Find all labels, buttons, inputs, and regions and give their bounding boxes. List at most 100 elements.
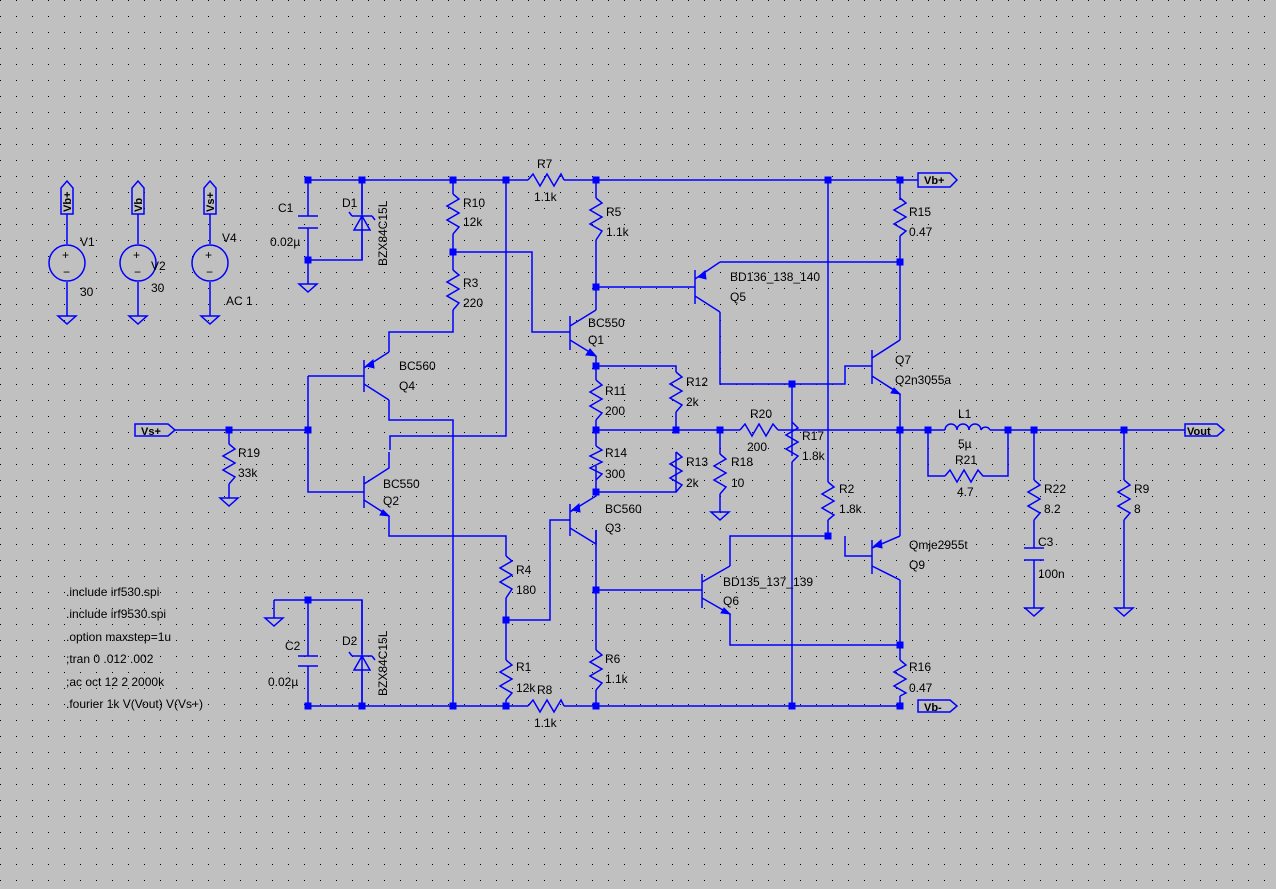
vsplus-v4-flag[interactable]: Vs+	[203, 179, 217, 215]
transistor-Q6-name: Q6	[723, 594, 739, 608]
vs-input-label: Vs+	[141, 426, 161, 438]
resistor-R7-name: R7	[537, 157, 553, 171]
resistor-R17-name: R17	[802, 429, 824, 443]
resistor-R21[interactable]: R21 4.7	[944, 453, 988, 499]
svg-text:+: +	[133, 248, 140, 262]
source-V4[interactable]: +− V4 AC 1	[191, 231, 253, 308]
resistor-R17-value: 1.8k	[802, 449, 826, 463]
zener-D2-name: D2	[342, 634, 358, 648]
resistor-R17[interactable]: R17 1.8k	[784, 421, 826, 463]
directive-line: .fourier 1k V(Vout) V(Vs+)	[66, 697, 203, 711]
vb-v2-flag[interactable]: Vb	[131, 179, 145, 215]
vbplus-v1-label: Vb+	[62, 192, 74, 212]
source-V2[interactable]: + − V2 30	[119, 244, 166, 295]
transistor-Q5[interactable]: BD136_138_140 Q5	[694, 261, 820, 313]
resistor-R5[interactable]: R5 1.1k	[588, 197, 630, 241]
resistor-R2-name: R2	[839, 482, 855, 496]
transistor-Q7[interactable]: Q7 Q2n3055a	[870, 339, 951, 395]
resistor-R14-name: R14	[605, 446, 627, 460]
capacitor-C2-name: C2	[285, 639, 301, 653]
resistor-R14-value: 300	[605, 467, 625, 481]
resistor-R7[interactable]: R7 1.1k	[527, 157, 565, 204]
svg-text:+: +	[205, 248, 212, 262]
resistor-R11[interactable]: R11 200	[588, 379, 626, 421]
resistor-R20[interactable]: R20 200	[739, 407, 779, 454]
capacitor-C2[interactable]: C2 0.02µ	[268, 639, 318, 689]
svg-text:−: −	[134, 265, 141, 279]
resistor-R15[interactable]: R15 0.47	[892, 197, 933, 239]
resistor-R4-value: 180	[516, 583, 536, 597]
capacitor-C1-name: C1	[278, 201, 294, 215]
transistor-Q2[interactable]: BC550 Q2	[362, 452, 420, 517]
resistor-R14[interactable]: R14 300	[588, 445, 627, 481]
zener-D2[interactable]: D2 BZX84C15L	[342, 600, 390, 706]
source-V2-name: V2	[151, 259, 166, 273]
transistor-Q4[interactable]: BC560 Q4	[362, 351, 436, 401]
transistor-Q9[interactable]: Qmje2955t Q9	[870, 535, 968, 581]
directive-line: .option maxstep=1u	[66, 630, 171, 644]
resistor-R8-value: 1.1k	[534, 716, 558, 730]
resistor-R4[interactable]: R4 180	[498, 555, 536, 599]
transistor-Q3[interactable]: BC560 Q3	[568, 490, 642, 546]
source-V2-value: 30	[151, 281, 165, 295]
resistor-R20-name: R20	[750, 407, 772, 421]
resistor-R1[interactable]: R1 12k	[498, 659, 536, 701]
transistor-Q3-name: Q3	[605, 521, 621, 535]
resistor-R20-value: 200	[747, 440, 767, 454]
directive-line: .include irf530.spi	[66, 585, 159, 599]
vbplus-v1-flag[interactable]: Vb+	[60, 179, 74, 215]
vbplus-main-flag[interactable]: Vb+	[917, 172, 959, 188]
zener-D1-name: D1	[342, 196, 358, 210]
transistor-Q5-name: Q5	[730, 290, 746, 304]
resistor-R16[interactable]: R16 0.47	[892, 659, 933, 697]
transistor-Q1[interactable]: BC550 Q1	[565, 309, 625, 357]
resistor-R10[interactable]: R10 12k	[445, 193, 485, 235]
ground-symbols	[56, 283, 1135, 628]
zener-D2-model: BZX84C15L	[376, 630, 390, 696]
resistor-R22[interactable]: R22 8.2	[1026, 479, 1066, 521]
vbminus-flag[interactable]: Vb-	[917, 699, 959, 714]
capacitor-C1[interactable]: C1 0.02µ	[270, 201, 318, 249]
resistor-R3-value: 220	[463, 296, 483, 310]
transistor-Q1-model: BC550	[588, 316, 625, 330]
transistor-Q6[interactable]: BD135_137_139 Q6	[700, 565, 813, 620]
inductor-L1[interactable]: L1 5µ	[944, 407, 991, 451]
vbplus-main-label: Vb+	[924, 175, 944, 187]
resistor-R16-name: R16	[909, 660, 931, 674]
resistor-R3[interactable]: R3 220	[445, 269, 483, 311]
resistor-R5-value: 1.1k	[606, 225, 630, 239]
resistor-R19[interactable]: R19 33k	[221, 443, 260, 485]
resistor-R19-name: R19	[238, 446, 260, 460]
resistor-R9[interactable]: R9 8	[1116, 479, 1150, 521]
resistor-R2-value: 1.8k	[839, 502, 863, 516]
vs-input-flag[interactable]: Vs+	[134, 423, 177, 438]
resistor-R8[interactable]: R8 1.1k	[527, 683, 565, 730]
source-V1[interactable]: +− V1 30	[48, 235, 95, 299]
resistor-R6-name: R6	[605, 652, 621, 666]
directive-line: .include irf9530.spi	[66, 607, 166, 621]
resistor-R6[interactable]: R6 1.1k	[588, 649, 629, 691]
transistor-Q6-model: BD135_137_139	[723, 575, 813, 589]
transistor-Q9-name: Q9	[909, 558, 925, 572]
zener-D1[interactable]: D1 BZX84C15L	[342, 180, 390, 266]
resistor-R15-name: R15	[909, 205, 931, 219]
resistor-R22-value: 8.2	[1044, 502, 1061, 516]
vout-flag[interactable]: Vout	[1184, 423, 1226, 438]
vbminus-label: Vb-	[924, 702, 942, 714]
resistor-R8-name: R8	[537, 683, 553, 697]
resistor-R18[interactable]: R18 10	[712, 453, 753, 495]
transistor-Q4-model: BC560	[399, 359, 436, 373]
transistor-Q2-name: Q2	[383, 494, 399, 508]
resistor-R21-value: 4.7	[957, 485, 974, 499]
resistor-R16-value: 0.47	[909, 681, 933, 695]
capacitor-C3-name: C3	[1038, 535, 1054, 549]
resistor-R2[interactable]: R2 1.8k	[820, 481, 863, 521]
resistor-R12[interactable]: R12 2k	[668, 371, 708, 413]
svg-text:+: +	[62, 248, 69, 262]
vsplus-v4-label: Vs+	[205, 192, 217, 212]
resistor-R13[interactable]: R13 2k	[668, 451, 708, 493]
capacitor-C3[interactable]: C3 100n	[1024, 535, 1065, 581]
source-V1-value: 30	[80, 285, 94, 299]
spice-directives[interactable]: .include irf530.spi .include irf9530.spi…	[66, 585, 203, 711]
